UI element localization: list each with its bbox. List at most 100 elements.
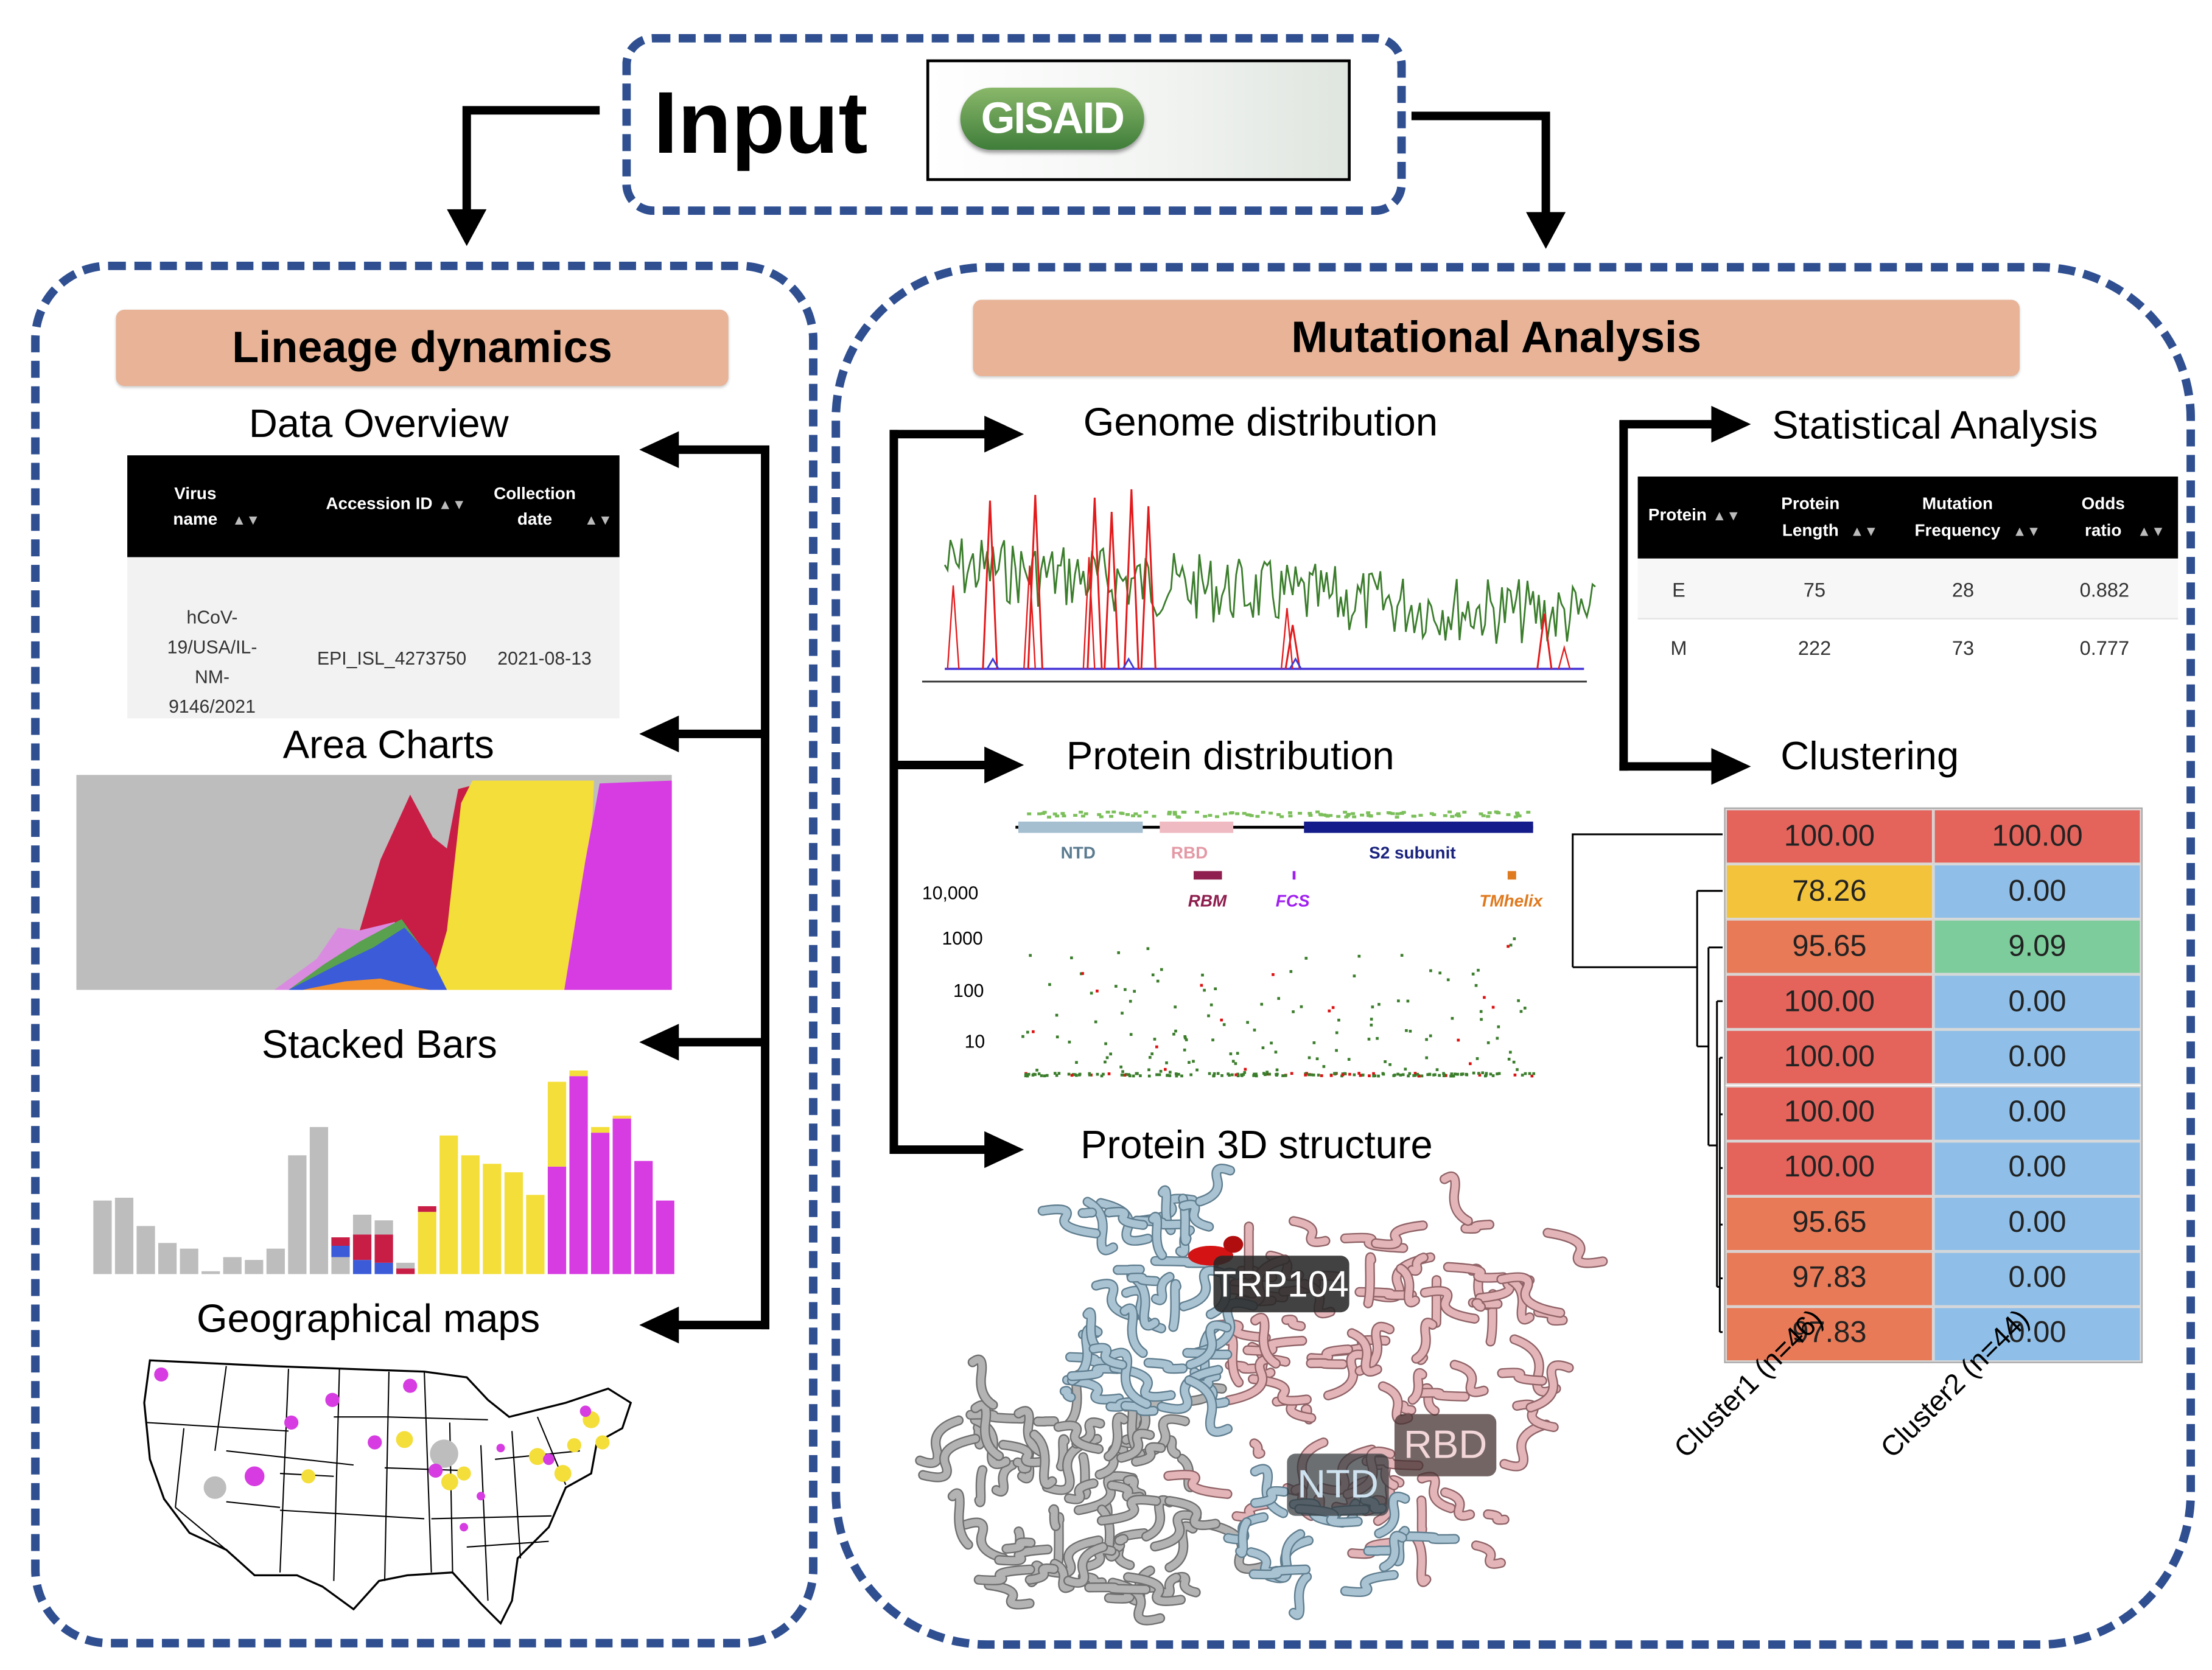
mutation-dot bbox=[1260, 1002, 1264, 1006]
stats-col-length[interactable]: Protein Length ▲▼ bbox=[1765, 491, 1889, 546]
coverage-dash bbox=[1060, 812, 1065, 815]
coverage-dash bbox=[1080, 814, 1085, 818]
mutation-dot bbox=[1497, 1025, 1500, 1029]
coverage-dash bbox=[1479, 812, 1483, 816]
residue-trp104 bbox=[1223, 1235, 1244, 1253]
bar-segment bbox=[483, 1164, 502, 1274]
bar-segment bbox=[352, 1260, 372, 1274]
stats-cell: 0.777 bbox=[2079, 636, 2130, 659]
ribbon-pink bbox=[1498, 1369, 1546, 1385]
mutation-dot bbox=[1107, 1072, 1111, 1075]
coverage-dash bbox=[1177, 816, 1181, 819]
coverage-dash bbox=[1429, 812, 1434, 816]
ribbon-blue bbox=[1251, 1487, 1288, 1507]
mutation-dot bbox=[1244, 1067, 1247, 1071]
ribbon-gray bbox=[1026, 1565, 1058, 1584]
mutation-dot bbox=[1121, 1011, 1124, 1015]
map-point-mixed bbox=[301, 1469, 316, 1484]
coverage-dash bbox=[1366, 811, 1371, 814]
mutation-dot bbox=[1329, 1074, 1333, 1077]
coverage-dash bbox=[1269, 811, 1273, 815]
ribbon-pink bbox=[1527, 1361, 1573, 1411]
mutation-dot bbox=[1320, 1074, 1323, 1077]
data-overview-table: Virus name▲▼ Accession ID▲▼ Collection d… bbox=[127, 455, 620, 719]
bar-segment bbox=[461, 1155, 480, 1274]
map-point-yellow bbox=[554, 1465, 572, 1483]
mutation-dot bbox=[1486, 1041, 1490, 1044]
ribbon-gray bbox=[1085, 1584, 1150, 1593]
sort-icon[interactable]: ▲▼ bbox=[1712, 509, 1741, 525]
coverage-dash bbox=[1245, 813, 1250, 817]
sort-icon[interactable]: ▲▼ bbox=[584, 513, 612, 529]
coverage-dash bbox=[1111, 810, 1116, 814]
bar-segment bbox=[223, 1257, 242, 1274]
heatmap-cell: 97.83 bbox=[1725, 1306, 1934, 1362]
y-tick: 1000 bbox=[942, 929, 982, 949]
mutation-dot bbox=[1048, 983, 1051, 987]
mutation-dot bbox=[1460, 1072, 1463, 1076]
ribbon-blue bbox=[1342, 1571, 1398, 1596]
coverage-dash bbox=[1336, 815, 1341, 818]
sort-icon[interactable]: ▲▼ bbox=[2137, 525, 2166, 540]
mutation-dot bbox=[1357, 1072, 1361, 1075]
mutation-dot bbox=[1289, 970, 1293, 973]
coverage-dash bbox=[1042, 811, 1047, 814]
mutation-dot bbox=[1104, 1042, 1107, 1046]
ribbon-pink bbox=[1364, 1254, 1375, 1307]
coverage-dash bbox=[1517, 814, 1522, 817]
stats-col-odds[interactable]: Odds ratio ▲▼ bbox=[2062, 491, 2179, 546]
bar-segment bbox=[634, 1161, 653, 1274]
ribbon-blue bbox=[1185, 1377, 1231, 1436]
ribbon-pink bbox=[1412, 1534, 1430, 1586]
sort-icon[interactable]: ▲▼ bbox=[438, 497, 466, 514]
mutation-dot bbox=[1353, 1073, 1356, 1077]
ribbon-blue bbox=[1083, 1308, 1100, 1350]
col-collection-date[interactable]: Collection date▲▼ bbox=[488, 481, 615, 534]
coverage-dash bbox=[1062, 814, 1066, 818]
map-point-magenta bbox=[429, 1463, 443, 1478]
coverage-dash bbox=[1351, 812, 1356, 816]
genome-peak-blue bbox=[986, 657, 999, 669]
mutation-dot bbox=[1450, 1072, 1454, 1075]
stats-col-label: Odds ratio bbox=[2081, 493, 2125, 540]
feature-tm-label: TMhelix bbox=[1479, 891, 1543, 910]
bar-segment bbox=[352, 1214, 372, 1235]
coverage-dash bbox=[1454, 814, 1459, 817]
col-virus-name[interactable]: Virus name▲▼ bbox=[156, 481, 269, 534]
coverage-dash bbox=[1418, 814, 1423, 817]
ribbon-gray bbox=[949, 1489, 972, 1548]
mutation-dot bbox=[1253, 1072, 1257, 1076]
mutation-dot bbox=[1274, 1050, 1278, 1054]
mutation-dot bbox=[1478, 1074, 1482, 1077]
mutation-dot bbox=[1255, 1074, 1258, 1078]
mutation-dot bbox=[1517, 999, 1520, 1002]
coverage-dash bbox=[1352, 815, 1357, 819]
mutation-dot bbox=[1096, 1072, 1099, 1076]
sort-icon[interactable]: ▲▼ bbox=[1850, 525, 1878, 540]
ribbon-pink bbox=[1226, 1361, 1258, 1372]
stats-col-protein[interactable]: Protein▲▼ bbox=[1643, 505, 1745, 525]
bar-segment bbox=[180, 1248, 198, 1274]
bar-segment bbox=[288, 1155, 307, 1274]
ribbon-gray bbox=[1132, 1443, 1165, 1466]
col-accession-id[interactable]: Accession ID▲▼ bbox=[311, 494, 481, 514]
coverage-dash bbox=[1360, 813, 1365, 817]
mutation-dot bbox=[1242, 1073, 1245, 1076]
mutation-dot bbox=[1404, 1067, 1407, 1071]
mutation-dot bbox=[1284, 1074, 1287, 1077]
mutation-dot bbox=[1497, 1072, 1501, 1075]
mutation-dot bbox=[1027, 1072, 1031, 1076]
mutation-dot bbox=[1268, 1072, 1272, 1076]
sort-icon[interactable]: ▲▼ bbox=[232, 513, 261, 529]
heatmap-cell: 0.00 bbox=[1933, 1251, 2141, 1307]
map-point-magenta bbox=[244, 1466, 265, 1486]
y-tick: 10,000 bbox=[922, 884, 978, 904]
protein-3d-structure bbox=[915, 1164, 1608, 1626]
stats-col-label: Protein Length bbox=[1781, 493, 1840, 540]
mutation-dot bbox=[1201, 973, 1204, 977]
sort-icon[interactable]: ▲▼ bbox=[2012, 525, 2041, 540]
mutation-dot bbox=[1164, 1067, 1167, 1071]
stats-col-frequency[interactable]: Mutation Frequency▲▼ bbox=[1903, 491, 2045, 546]
